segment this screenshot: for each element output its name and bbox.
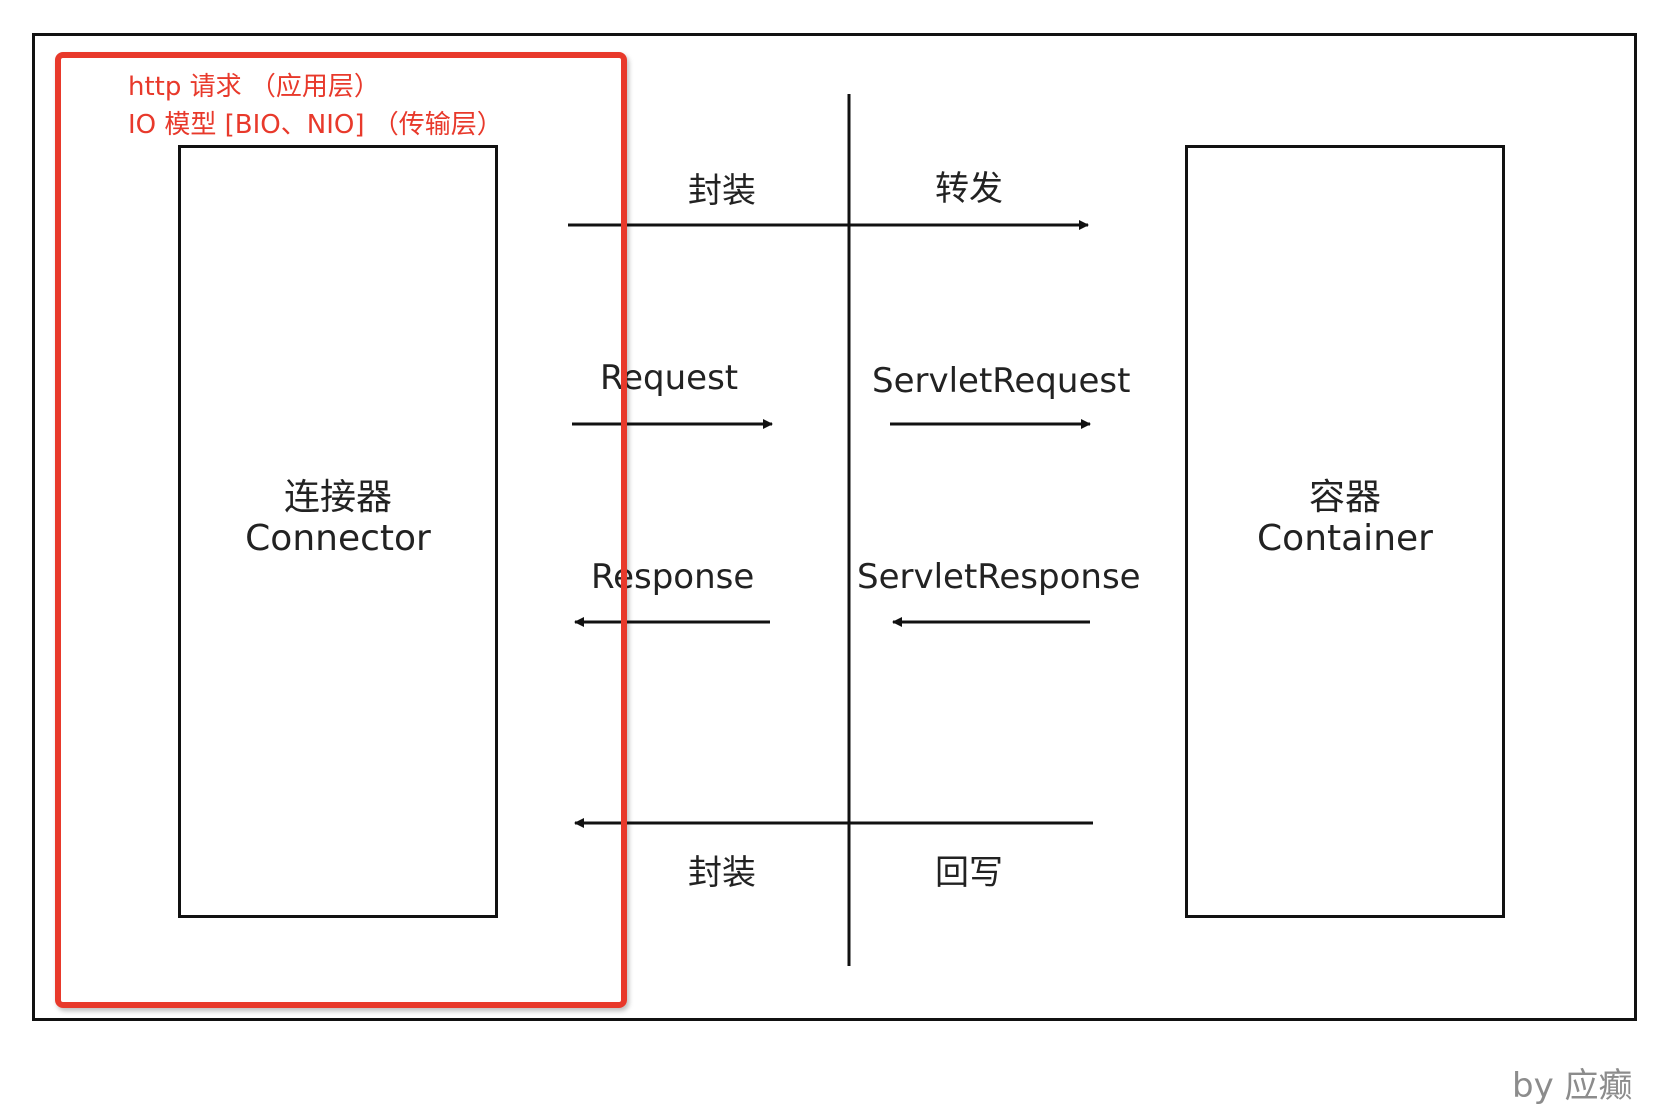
annotation-app-layer: http 请求 （应用层） [128,72,380,102]
flow-label-encapsulate-top: 封装 [688,171,756,211]
flow-label-forward: 转发 [935,169,1003,209]
connector-label-cn: 连接器 [283,477,392,518]
container-label-cn: 容器 [1308,477,1381,518]
annotation-transport-layer: IO 模型 [BIO、NIO] （传输层） [128,110,503,140]
flow-label-servlet-response: ServletResponse [857,557,1141,597]
connector-box: 连接器 Connector [178,145,498,918]
container-label-en: Container [1257,518,1433,559]
flow-label-servlet-request: ServletRequest [872,361,1131,401]
flow-label-encapsulate-bottom: 封装 [688,853,756,893]
author-credit: by 应癫 [1512,1066,1633,1106]
flow-label-response: Response [591,557,755,597]
connector-label-en: Connector [245,518,431,559]
diagram-frame [32,33,1637,1021]
flow-label-write-back: 回写 [935,853,1003,893]
container-box: 容器 Container [1185,145,1505,918]
